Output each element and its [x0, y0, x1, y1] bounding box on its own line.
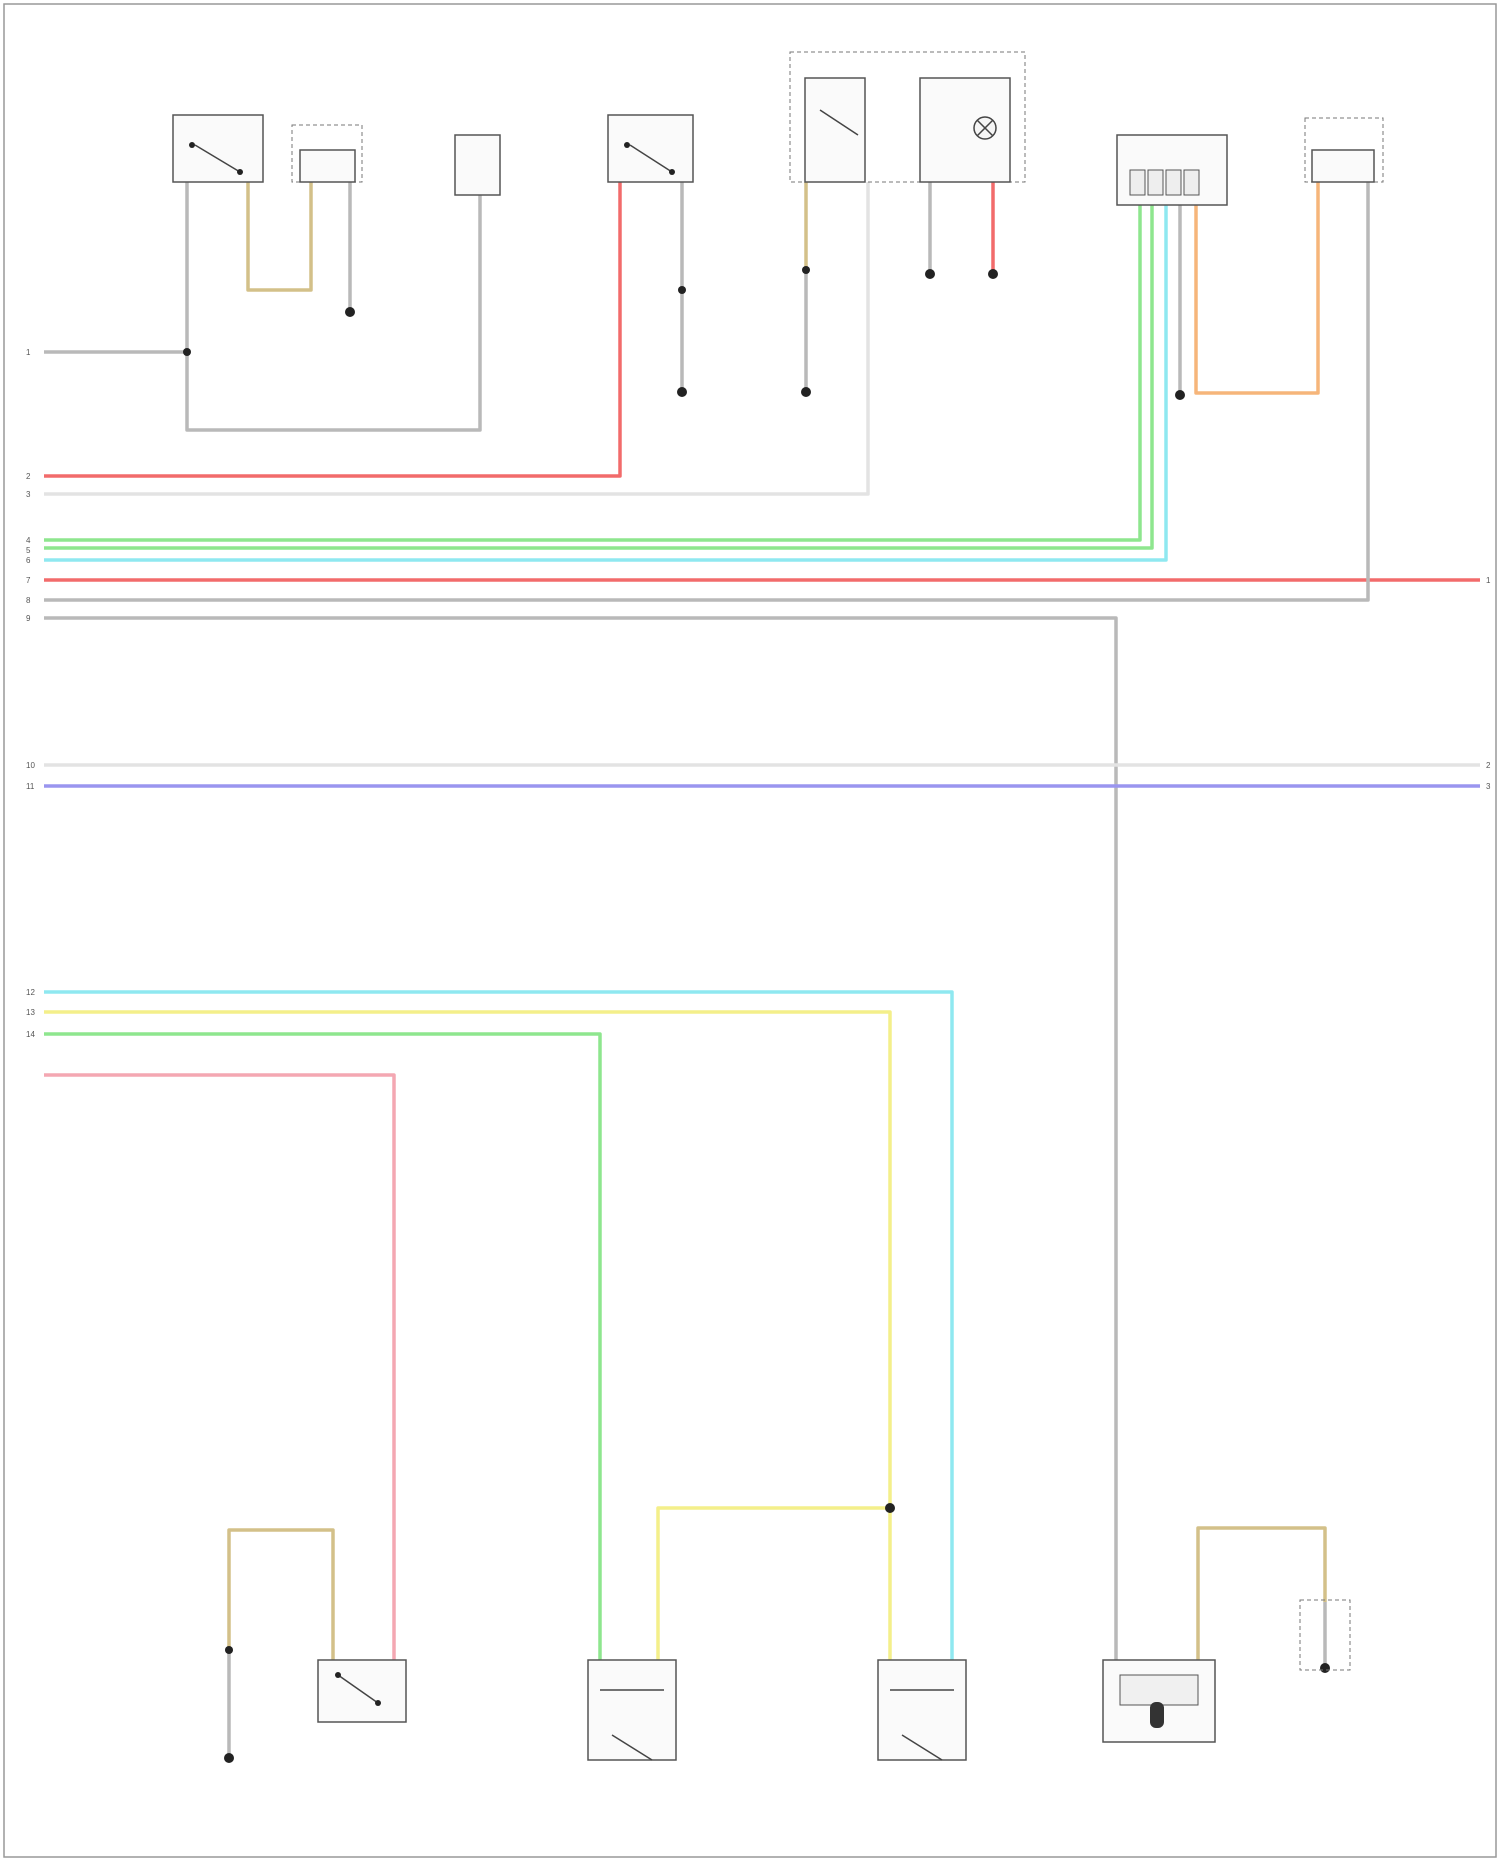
pin-number: 5 — [26, 546, 31, 555]
pin-number: 11 — [26, 782, 35, 791]
splice-node — [802, 266, 810, 274]
splice-node — [183, 348, 191, 356]
pin-number: 13 — [26, 1008, 35, 1017]
pin-number: 2 — [1486, 761, 1491, 770]
pin-number: 6 — [26, 556, 31, 565]
splice-node — [1320, 1663, 1330, 1673]
splice-node — [677, 387, 687, 397]
component-b2 — [588, 1660, 676, 1760]
splice-node — [345, 307, 355, 317]
splice-node — [225, 1646, 233, 1654]
pin-number: 12 — [26, 988, 35, 997]
component-6 — [1117, 135, 1227, 205]
component-b4 — [1103, 1660, 1215, 1742]
component-b3 — [878, 1660, 966, 1760]
splice-node — [801, 387, 811, 397]
component-1 — [173, 115, 263, 182]
splice-node — [925, 269, 935, 279]
splice-node — [988, 269, 998, 279]
pin-number: 14 — [26, 1030, 35, 1039]
pin-number: 1 — [26, 348, 31, 357]
pin-number: 3 — [1486, 782, 1491, 791]
motor-icon — [1150, 1702, 1164, 1728]
component-4 — [608, 115, 693, 182]
splice-node — [885, 1503, 895, 1513]
pin-number: 2 — [26, 472, 31, 481]
splice-node — [224, 1753, 234, 1763]
component-3 — [455, 135, 500, 195]
splice-node — [1175, 390, 1185, 400]
pin-number: 4 — [26, 536, 31, 545]
pin-number: 7 — [26, 576, 31, 585]
pin-number: 10 — [26, 761, 35, 770]
component-b1 — [318, 1660, 406, 1722]
pin-number: 8 — [26, 596, 31, 605]
pin-number: 1 — [1486, 576, 1491, 585]
pin-number: 9 — [26, 614, 31, 623]
pin-number: 3 — [26, 490, 31, 499]
splice-node — [678, 286, 686, 294]
